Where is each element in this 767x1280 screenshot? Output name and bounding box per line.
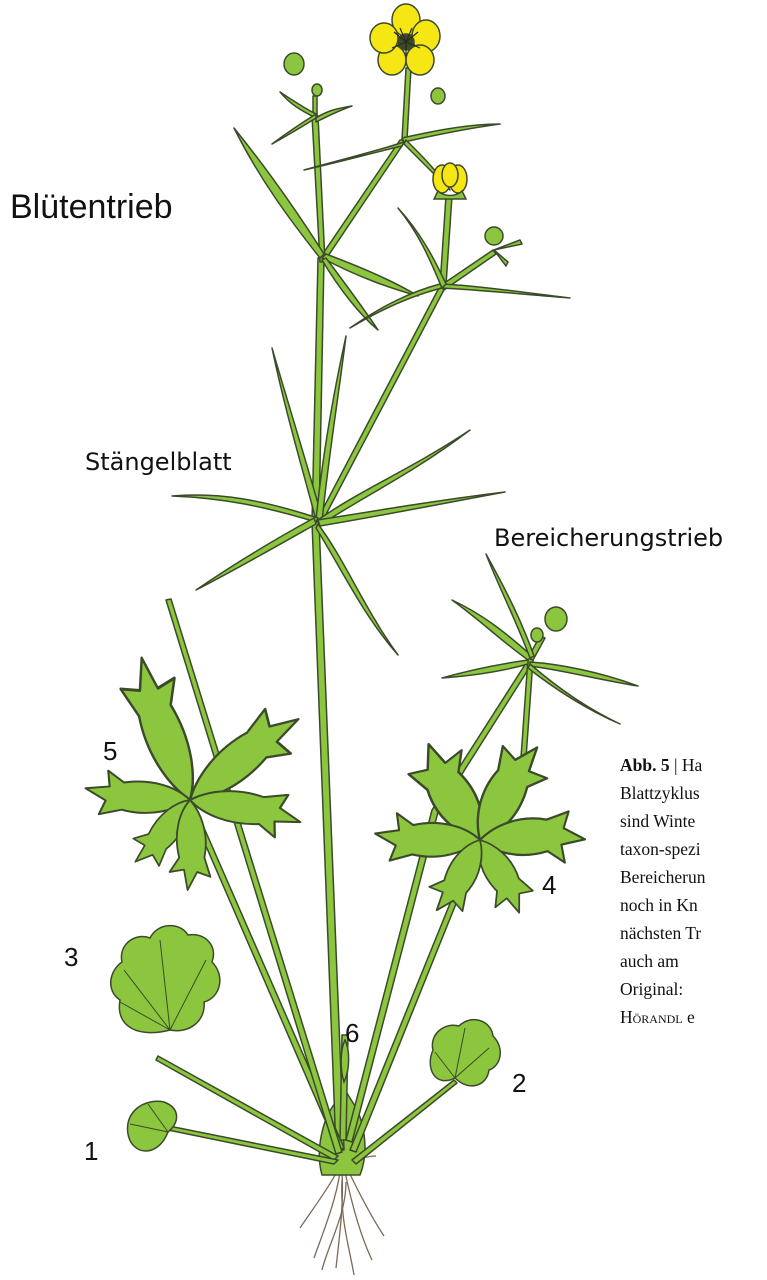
flower-half-open <box>433 163 467 199</box>
caption-line-2: sind Winte <box>620 807 767 835</box>
title-label: Blütentrieb <box>10 188 173 227</box>
leaf-number-4: 4 <box>542 870 556 901</box>
buds <box>284 53 567 642</box>
leaf-number-2: 2 <box>512 1068 526 1099</box>
caption-line-9: Hörandl e <box>620 1003 767 1031</box>
figure-caption: Abb. 5 | Ha Blattzyklus sind Winte taxon… <box>620 751 767 1031</box>
stem-branch <box>320 140 406 262</box>
enrichment-shoot-label: Bereicherungstrieb <box>494 524 723 552</box>
caption-line-8: Original: <box>620 975 767 1003</box>
leaf-number-3: 3 <box>64 942 78 973</box>
leaf-2 <box>430 1020 500 1086</box>
caption-line-6: nächsten Tr <box>620 919 767 947</box>
caption-line-0: Abb. 5 | Ha <box>620 751 767 779</box>
leaf-1 <box>127 1101 176 1151</box>
caption-line-5: noch in Kn <box>620 891 767 919</box>
caption-line-1: Blattzyklus <box>620 779 767 807</box>
caption-line-3: taxon-spezi <box>620 835 767 863</box>
caption-author-suffix: e <box>683 1007 695 1027</box>
leaf-number-5: 5 <box>103 736 117 767</box>
leaf-number-6: 6 <box>345 1018 359 1049</box>
flower-top <box>370 4 440 75</box>
leaf-3 <box>111 926 220 1033</box>
caption-line-7: auch am <box>620 947 767 975</box>
caption-line-4: Bereicherun <box>620 863 767 891</box>
stem-leaf-label: Stängelblatt <box>85 448 232 476</box>
caption-sep: | Ha <box>670 755 703 775</box>
caption-fig: Abb. 5 <box>620 755 670 775</box>
caption-author: Hörandl <box>620 1007 683 1027</box>
leaf-number-1: 1 <box>84 1136 98 1167</box>
